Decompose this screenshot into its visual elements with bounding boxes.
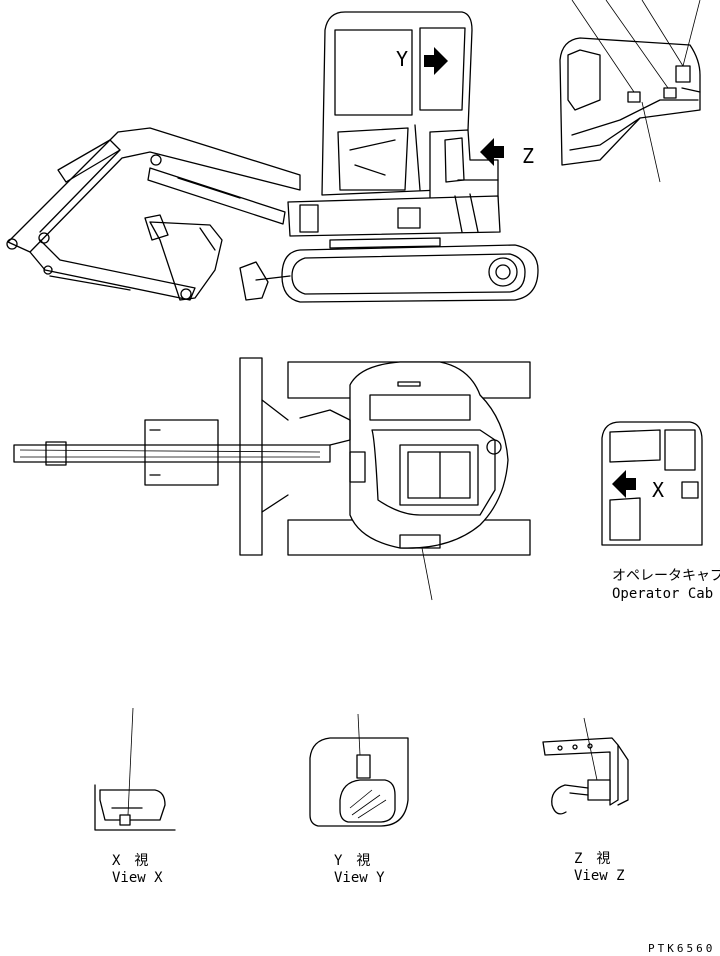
view-y-title-jp: Y 視 xyxy=(334,853,370,869)
view-y-marker: Y xyxy=(396,47,408,71)
view-x-marker: X xyxy=(652,478,664,502)
excavator-top-view xyxy=(13,357,531,601)
drawing-code: PTK6560 xyxy=(648,942,715,955)
operator-cab-label-en: Operator Cab xyxy=(612,586,713,602)
view-y-title-en: View Y xyxy=(334,870,385,886)
view-z-title-en: View Z xyxy=(574,868,625,884)
cab-detail-top-right xyxy=(559,0,701,183)
view-x-title-jp: X 視 xyxy=(112,853,148,869)
view-z-title-jp: Z 視 xyxy=(574,851,610,867)
view-x-detail: X 視 View X xyxy=(94,707,176,886)
view-x-arrow-icon xyxy=(612,470,636,498)
excavator-side-view: Y Z xyxy=(6,11,539,303)
view-z-arrow-icon xyxy=(480,138,504,166)
view-y-detail: Y 視 View Y xyxy=(309,713,409,886)
view-y-arrow-icon xyxy=(424,47,448,75)
view-z-detail: Z 視 View Z xyxy=(542,717,629,884)
operator-cab-label-jp: オペレータキャブ xyxy=(612,567,720,584)
view-z-marker: Z xyxy=(522,144,534,168)
operator-cab-view: X オペレータキャブ Operator Cab xyxy=(601,421,720,602)
view-x-title-en: View X xyxy=(112,870,163,886)
